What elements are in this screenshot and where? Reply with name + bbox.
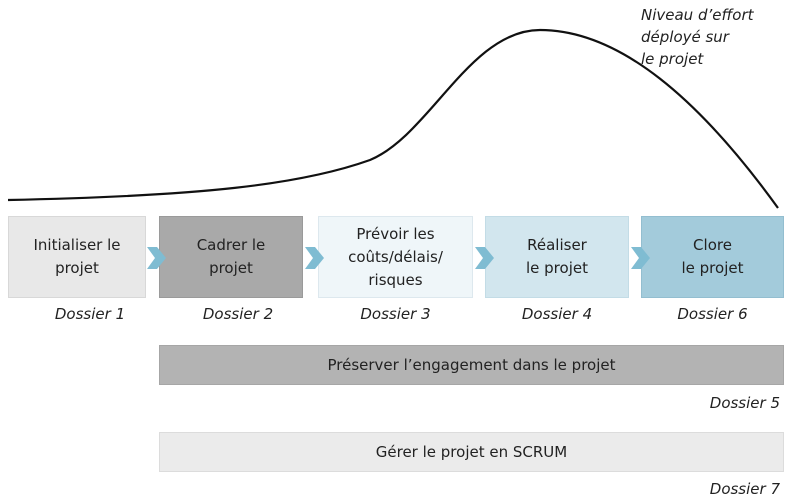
phase-5-line-1: Clore xyxy=(693,236,732,254)
arrow-right-icon xyxy=(631,247,650,269)
effort-label-line-1: Niveau d’effort xyxy=(641,6,754,24)
arrow-right-icon xyxy=(475,247,494,269)
dossier-label-3: Dossier 3 xyxy=(360,305,431,323)
phase-prevoir: Prévoir les coûts/délais/ risques xyxy=(318,216,473,298)
phase-3-line-2: coûts/délais/ xyxy=(348,247,443,266)
bar-scrum-label: Gérer le projet en SCRUM xyxy=(375,443,568,461)
bar-scrum: Gérer le projet en SCRUM xyxy=(159,432,784,472)
phase-5-line-2: le projet xyxy=(681,259,744,277)
bar-engagement-label: Préserver l’engagement dans le projet xyxy=(327,356,616,374)
phase-3-line-3: risques xyxy=(368,270,423,289)
dossier-label-4: Dossier 4 xyxy=(521,305,593,323)
effort-curve xyxy=(7,28,779,209)
phase-cadrer: Cadrer le projet xyxy=(159,216,303,298)
phase-initialiser: Initialiser le projet xyxy=(8,216,146,298)
effort-curve-label: Niveau d’effort déployé sur le projet xyxy=(641,4,799,70)
phase-1-line-1: Initialiser le xyxy=(33,236,121,254)
phase-4-line-1: Réaliser xyxy=(527,236,587,254)
arrow-right-icon xyxy=(147,247,166,269)
dossier-label-7: Dossier 7 xyxy=(709,480,780,498)
effort-curve-line xyxy=(7,28,779,209)
phase-2-line-2: projet xyxy=(209,259,253,277)
phase-4-line-2: le projet xyxy=(526,259,588,277)
dossier-label-1: Dossier 1 xyxy=(54,305,126,323)
phase-1-line-2: projet xyxy=(55,259,99,277)
dossier-label-6: Dossier 6 xyxy=(677,305,748,323)
phase-2-line-1: Cadrer le xyxy=(196,236,266,254)
bar-engagement: Préserver l’engagement dans le projet xyxy=(159,345,784,385)
effort-label-line-2: déployé sur xyxy=(641,28,729,46)
dossier-label-2: Dossier 2 xyxy=(202,305,274,323)
phase-realiser: Réaliser le projet xyxy=(485,216,629,298)
effort-label-line-3: le projet xyxy=(641,50,704,68)
arrow-right-icon xyxy=(305,247,324,269)
phase-3-line-1: Prévoir les xyxy=(356,224,435,243)
dossier-label-5: Dossier 5 xyxy=(709,394,780,412)
phase-clore: Clore le projet xyxy=(641,216,784,298)
